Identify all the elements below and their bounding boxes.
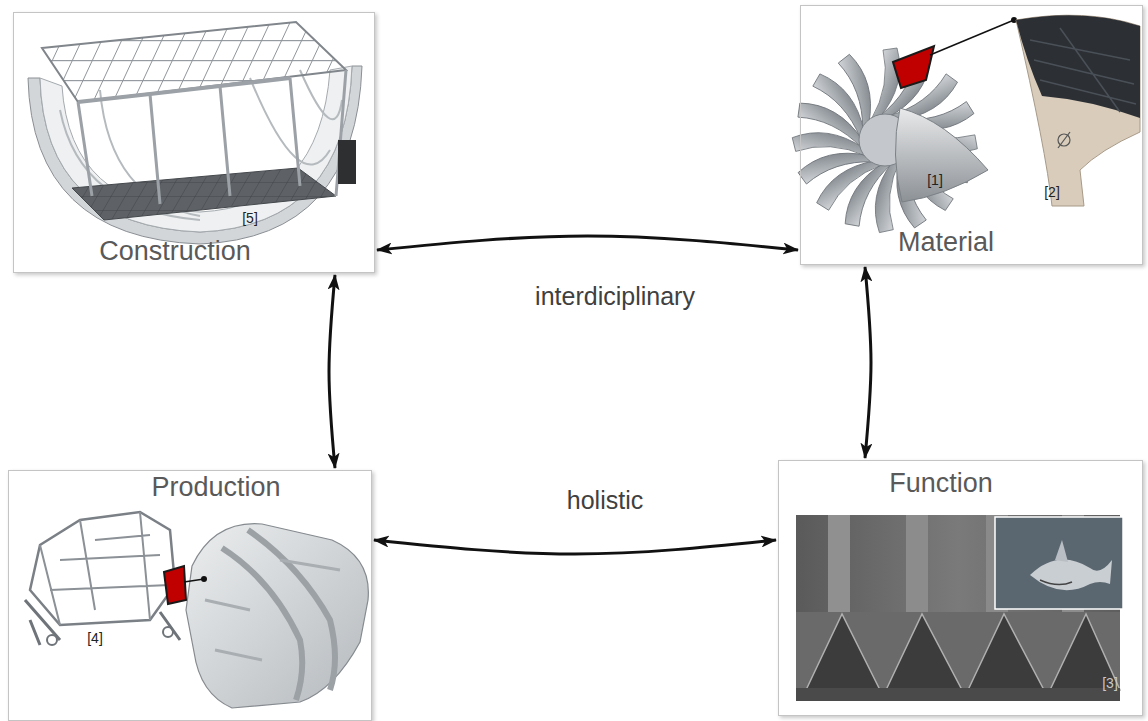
fuselage-illustration-part	[78, 70, 346, 204]
callout-number: [1]	[927, 172, 943, 188]
connector-label: interdiciplinary	[531, 282, 699, 311]
panel-caption: Production	[151, 472, 280, 503]
floor-panel-illustration-part	[184, 579, 204, 582]
callout-number: [5]	[242, 210, 258, 226]
illustration-panel: Material	[800, 5, 1143, 265]
car-body-illustration-part	[25, 600, 180, 645]
double-arrow	[865, 267, 871, 458]
car-body-illustration-part	[40, 512, 170, 625]
composite-blade-illustration-part	[1058, 132, 1070, 148]
riblet-micrograph-part	[806, 614, 1120, 690]
double-arrow	[377, 236, 798, 250]
floor-panel-illustration-part	[186, 524, 368, 708]
floor-panel-illustration-part	[164, 566, 186, 604]
panel-caption: Construction	[99, 236, 251, 267]
shark-photo-part	[1030, 559, 1112, 590]
fuselage-illustration-part	[338, 140, 356, 184]
floor-panel-illustration-part	[222, 530, 335, 700]
riblet-micrograph-part	[828, 515, 850, 625]
callout-number: [3]	[1102, 675, 1118, 691]
double-arrow	[329, 275, 335, 468]
riblet-micrograph-part	[796, 612, 1120, 701]
fuselage-illustration-part	[42, 22, 346, 102]
shark-photo-part	[1055, 540, 1068, 562]
composite-blade-illustration-part	[1016, 15, 1140, 206]
shark-photo	[995, 517, 1123, 609]
illustration-panel: Function	[778, 460, 1143, 716]
illustration-panel: Construction	[13, 12, 375, 273]
fuselage-illustration	[28, 22, 362, 244]
shark-photo-part	[1040, 580, 1072, 585]
fan-illustration-part	[893, 46, 934, 88]
car-body-illustration-part	[30, 512, 175, 625]
fan-illustration	[792, 17, 1017, 233]
callout-number: [4]	[87, 630, 103, 646]
panel-caption: Function	[889, 468, 993, 499]
car-body-illustration	[25, 512, 180, 645]
fuselage-illustration-part	[72, 168, 336, 220]
riblet-micrograph-part	[796, 688, 1120, 701]
composite-blade-illustration-part	[1030, 28, 1136, 112]
floor-panel-illustration	[164, 524, 368, 708]
callout-number: [2]	[1044, 184, 1060, 200]
car-body-illustration-part	[163, 627, 173, 637]
shark-photo-part	[995, 517, 1123, 609]
fan-illustration-part	[930, 20, 1014, 55]
double-arrow	[374, 540, 776, 554]
fuselage-illustration-part	[78, 78, 290, 102]
composite-blade-illustration-part	[1016, 15, 1140, 118]
floor-panel-illustration-part	[201, 576, 207, 582]
connector-label: holistic	[563, 486, 647, 515]
riblet-micrograph-part	[906, 515, 928, 625]
illustration-panel: Production	[8, 470, 372, 721]
composite-blade-illustration	[1016, 15, 1140, 206]
floor-panel-illustration-part	[205, 560, 340, 660]
car-body-illustration-part	[47, 635, 57, 645]
panel-caption: Material	[898, 227, 994, 258]
fan-illustration-part	[895, 108, 988, 202]
